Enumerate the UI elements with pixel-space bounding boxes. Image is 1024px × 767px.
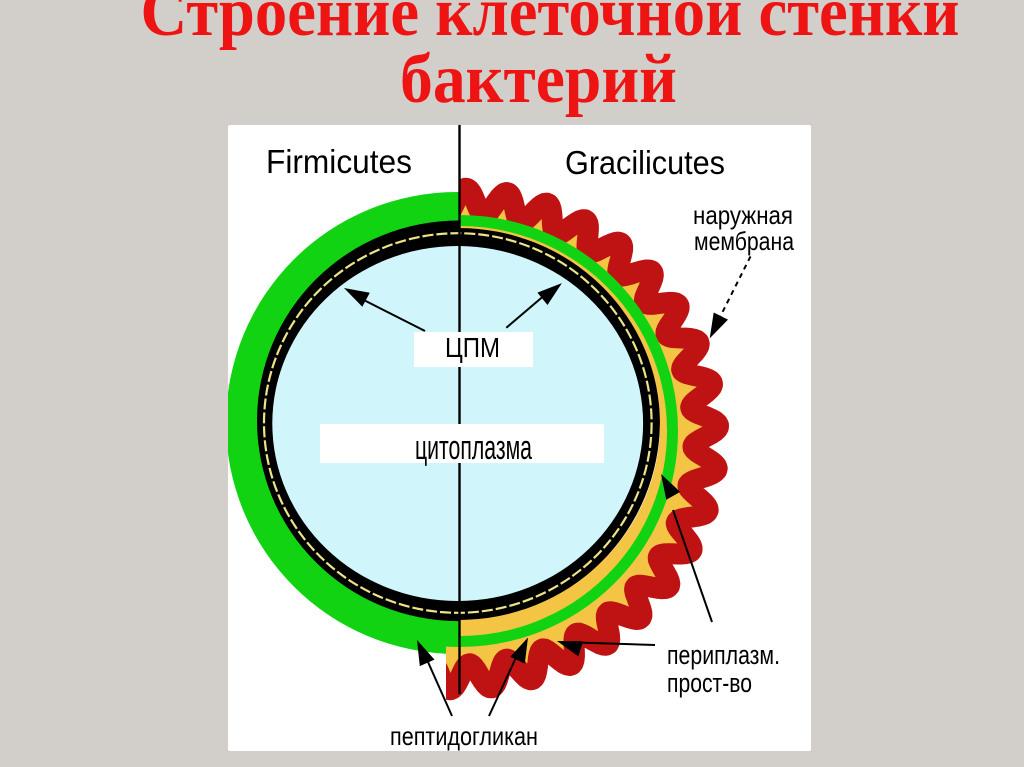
svg-text:прост-во: прост-во: [667, 668, 752, 698]
svg-text:цитоплазма: цитоплазма: [415, 429, 532, 467]
svg-text:мембрана: мембрана: [694, 226, 794, 256]
svg-text:периплазм.: периплазм.: [667, 640, 780, 670]
svg-text:ЦПМ: ЦПМ: [445, 332, 500, 363]
svg-text:Firmicutes: Firmicutes: [266, 143, 412, 180]
svg-text:пептидогликан: пептидогликан: [390, 721, 538, 751]
svg-text:Gracilicutes: Gracilicutes: [565, 144, 725, 181]
svg-text:Строение клеточной стенки: Строение клеточной стенки: [141, 0, 960, 51]
svg-text:бактерий: бактерий: [400, 41, 677, 118]
svg-text:наружная: наружная: [693, 200, 793, 230]
